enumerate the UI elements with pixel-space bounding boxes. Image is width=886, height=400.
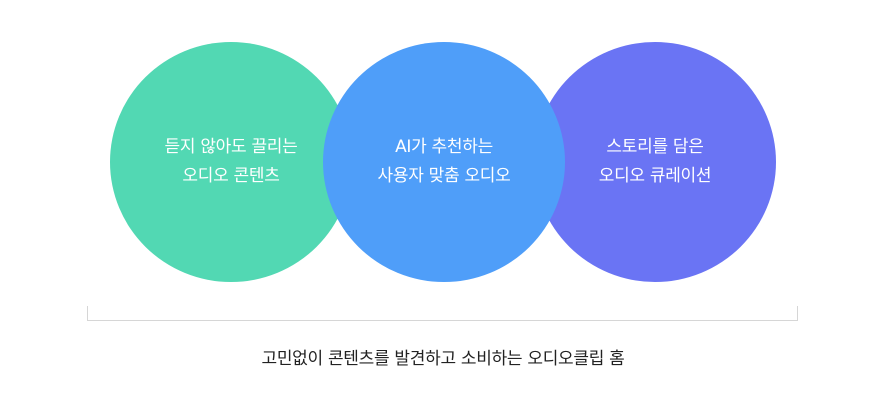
feature-circle-curation-line1: 스토리를 담은 [606,137,704,157]
feature-circle-content-line2: 오디오 콘텐츠 [182,166,280,186]
feature-circle-content-line1: 듣지 않아도 끌리는 [164,137,298,157]
feature-circle-curation-line2: 오디오 큐레이션 [598,166,712,186]
feature-circle-curation: 스토리를 담은 오디오 큐레이션 [534,42,776,282]
grouping-bracket [87,306,798,321]
feature-circle-recommendation-line1: AI가 추천하는 [395,137,493,157]
feature-circle-recommendation: AI가 추천하는 사용자 맞춤 오디오 [323,42,565,282]
feature-circle-recommendation-line2: 사용자 맞춤 오디오 [377,166,511,186]
feature-circle-content: 듣지 않아도 끌리는 오디오 콘텐츠 [110,42,352,282]
summary-caption: 고민없이 콘텐츠를 발견하고 소비하는 오디오클립 홈 [261,349,625,369]
